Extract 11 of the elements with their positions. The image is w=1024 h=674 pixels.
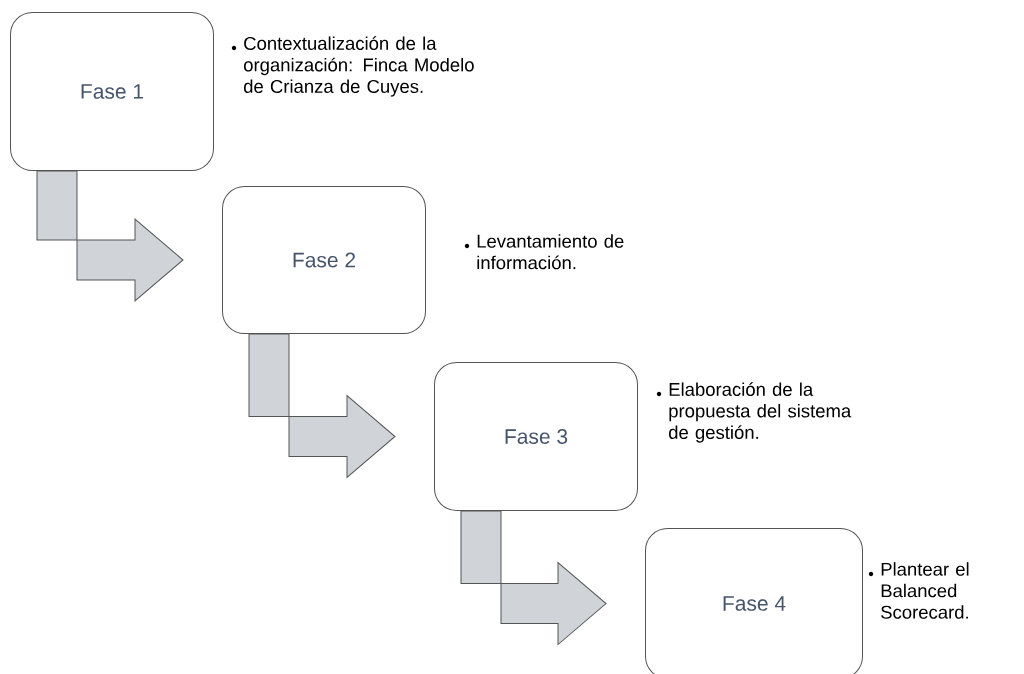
phase-box: Fase 4 [645,528,863,674]
block-arrow [460,510,607,645]
block-arrow [36,170,184,302]
phase-description: Levantamiento de información. [477,234,624,270]
phase-description: Elaboración de la propuesta del sistema de gestión. [669,382,852,443]
phase-box: Fase 1 [10,12,214,171]
phase-description: Plantear el Balanced Scorecard. [881,562,969,619]
phase-box: Fase 2 [222,186,426,334]
phase-box: Fase 3 [434,362,638,511]
phase-description: Contextualización de la organización: Finca Modelo de Crianza de Cuyes. [244,36,474,97]
block-arrow [248,333,396,478]
